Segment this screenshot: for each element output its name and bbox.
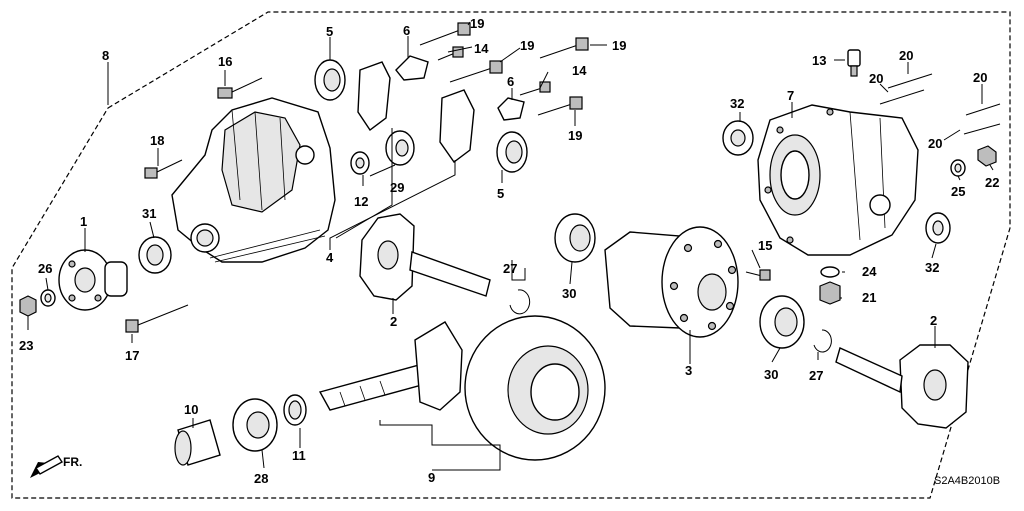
diagram-reference-code: S2A4B2010B	[934, 475, 1000, 487]
callout-12: 12	[354, 194, 368, 209]
part-4-bearing-cap-left	[357, 61, 391, 132]
part-25-washer	[950, 159, 966, 177]
assembly-boundary	[11, 11, 1011, 499]
part-19-bolt-a	[419, 22, 471, 46]
callout-7: 7	[787, 88, 794, 103]
callout-20: 20	[928, 136, 942, 151]
callout-31: 31	[142, 206, 156, 221]
part-2-axle-flange-left	[359, 213, 491, 301]
part-5-bearing-lower	[496, 131, 528, 173]
callout-32: 32	[730, 96, 744, 111]
callout-19: 19	[470, 16, 484, 31]
callout-8: 8	[102, 48, 109, 63]
callout-27: 27	[503, 261, 517, 276]
callout-1: 1	[80, 214, 87, 229]
part-30-bearing-right	[759, 295, 805, 349]
callout-11: 11	[292, 448, 306, 463]
part-21-fill-plug	[819, 281, 841, 305]
part-8-carrier-cover	[171, 97, 336, 263]
part-7-differential-housing	[757, 104, 919, 256]
callout-20: 20	[899, 48, 913, 63]
part-5-bearing-upper	[314, 59, 346, 101]
part-24-washer	[820, 266, 840, 278]
callout-6: 6	[507, 74, 514, 89]
callout-19: 19	[612, 38, 626, 53]
callout-26: 26	[38, 261, 52, 276]
callout-13: 13	[812, 53, 826, 68]
part-14-bolt-a	[437, 46, 464, 61]
callout-27: 27	[809, 368, 823, 383]
leader-lines	[27, 21, 994, 471]
part-20-stud-d	[963, 123, 1001, 135]
part-20-stud-b	[879, 89, 925, 105]
callout-6: 6	[403, 23, 410, 38]
callout-19: 19	[568, 128, 582, 143]
part-13-breather	[847, 49, 861, 77]
callout-25: 25	[951, 184, 965, 199]
front-direction-arrow: FR.	[30, 455, 82, 478]
callout-14: 14	[572, 63, 587, 78]
callout-30: 30	[764, 367, 778, 382]
callout-4: 4	[326, 250, 334, 265]
part-19-bolt-d	[537, 96, 583, 116]
part-18-bolt	[144, 159, 183, 179]
callout-16: 16	[218, 54, 232, 69]
part-20-stud-a	[887, 73, 933, 89]
callout-32: 32	[925, 260, 939, 275]
part-16-bolt	[217, 77, 263, 99]
callout-labels: 1 2 2 3 4 5 5 6 6 7 8 9 10 11 12 13 14 1…	[19, 16, 999, 486]
part-1-companion-flange	[58, 249, 128, 311]
part-30-bearing-left	[554, 213, 596, 263]
part-11-spacer	[283, 394, 307, 426]
callout-2: 2	[390, 314, 397, 329]
callout-24: 24	[862, 264, 877, 279]
callout-18: 18	[150, 133, 164, 148]
callout-19: 19	[520, 38, 534, 53]
part-14-bolt-b	[519, 81, 551, 96]
callout-17: 17	[125, 348, 139, 363]
callout-30: 30	[562, 286, 576, 301]
callout-20: 20	[869, 71, 883, 86]
callout-14: 14	[474, 41, 489, 56]
part-27-snap-ring-right	[813, 329, 832, 353]
part-32-oil-seal-upper	[722, 120, 754, 156]
part-17-bolt	[125, 304, 189, 333]
callout-23: 23	[19, 338, 33, 353]
callout-10: 10	[184, 402, 198, 417]
part-6-bracket-lower	[497, 97, 525, 121]
part-20-stud-c	[965, 103, 1001, 116]
part-26-washer	[40, 289, 56, 307]
callout-22: 22	[985, 175, 999, 190]
part-15-bolt	[745, 269, 771, 281]
part-28-bearing	[232, 398, 278, 452]
callout-28: 28	[254, 471, 268, 486]
callout-2: 2	[930, 313, 937, 328]
callout-5: 5	[497, 186, 504, 201]
part-29-bearing	[385, 130, 415, 166]
callout-3: 3	[685, 363, 692, 378]
part-27-snap-ring-left	[509, 289, 531, 315]
part-9-ring-gear-set	[318, 315, 606, 461]
callout-29: 29	[390, 180, 404, 195]
callout-15: 15	[758, 238, 772, 253]
part-22-drain-plug	[977, 145, 997, 167]
part-19-bolt-b	[449, 60, 503, 83]
callout-9: 9	[428, 470, 435, 485]
part-31-oil-seal	[138, 236, 172, 274]
part-6-bracket-upper	[395, 55, 429, 81]
part-32-oil-seal-lower	[925, 212, 951, 244]
part-3-differential-case	[604, 226, 739, 338]
part-2-axle-flange-right	[835, 344, 969, 429]
callout-20: 20	[973, 70, 987, 85]
part-10-collar	[174, 419, 221, 466]
part-12-washer	[350, 151, 370, 175]
part-23-nut	[19, 295, 37, 317]
callout-5: 5	[326, 24, 333, 39]
part-19-bolt-c	[539, 37, 589, 59]
callout-21: 21	[862, 290, 876, 305]
part-4-bearing-cap-right	[439, 89, 475, 163]
front-direction-label: FR.	[63, 455, 82, 469]
